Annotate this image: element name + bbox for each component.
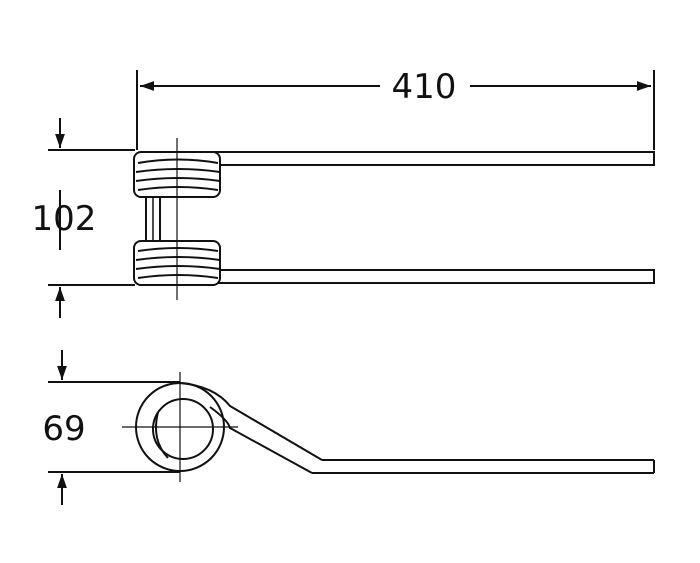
tine-side-view — [122, 372, 655, 482]
length-dimension — [136, 70, 655, 150]
height-label: 102 — [32, 199, 97, 239]
lower-tine-arm — [213, 269, 655, 284]
coil-diameter-label: 69 — [42, 409, 85, 449]
coil-wire-contour — [155, 411, 169, 459]
upper-tine-arm — [213, 151, 655, 166]
coil-diameter-dimension — [48, 350, 180, 505]
arm-transition-upper — [179, 382, 323, 461]
arm-transition-lower — [209, 406, 313, 474]
tine-top-view — [133, 138, 655, 300]
length-label: 410 — [392, 67, 457, 107]
inner-coil-ring — [152, 398, 214, 460]
height-dimension — [48, 118, 135, 318]
